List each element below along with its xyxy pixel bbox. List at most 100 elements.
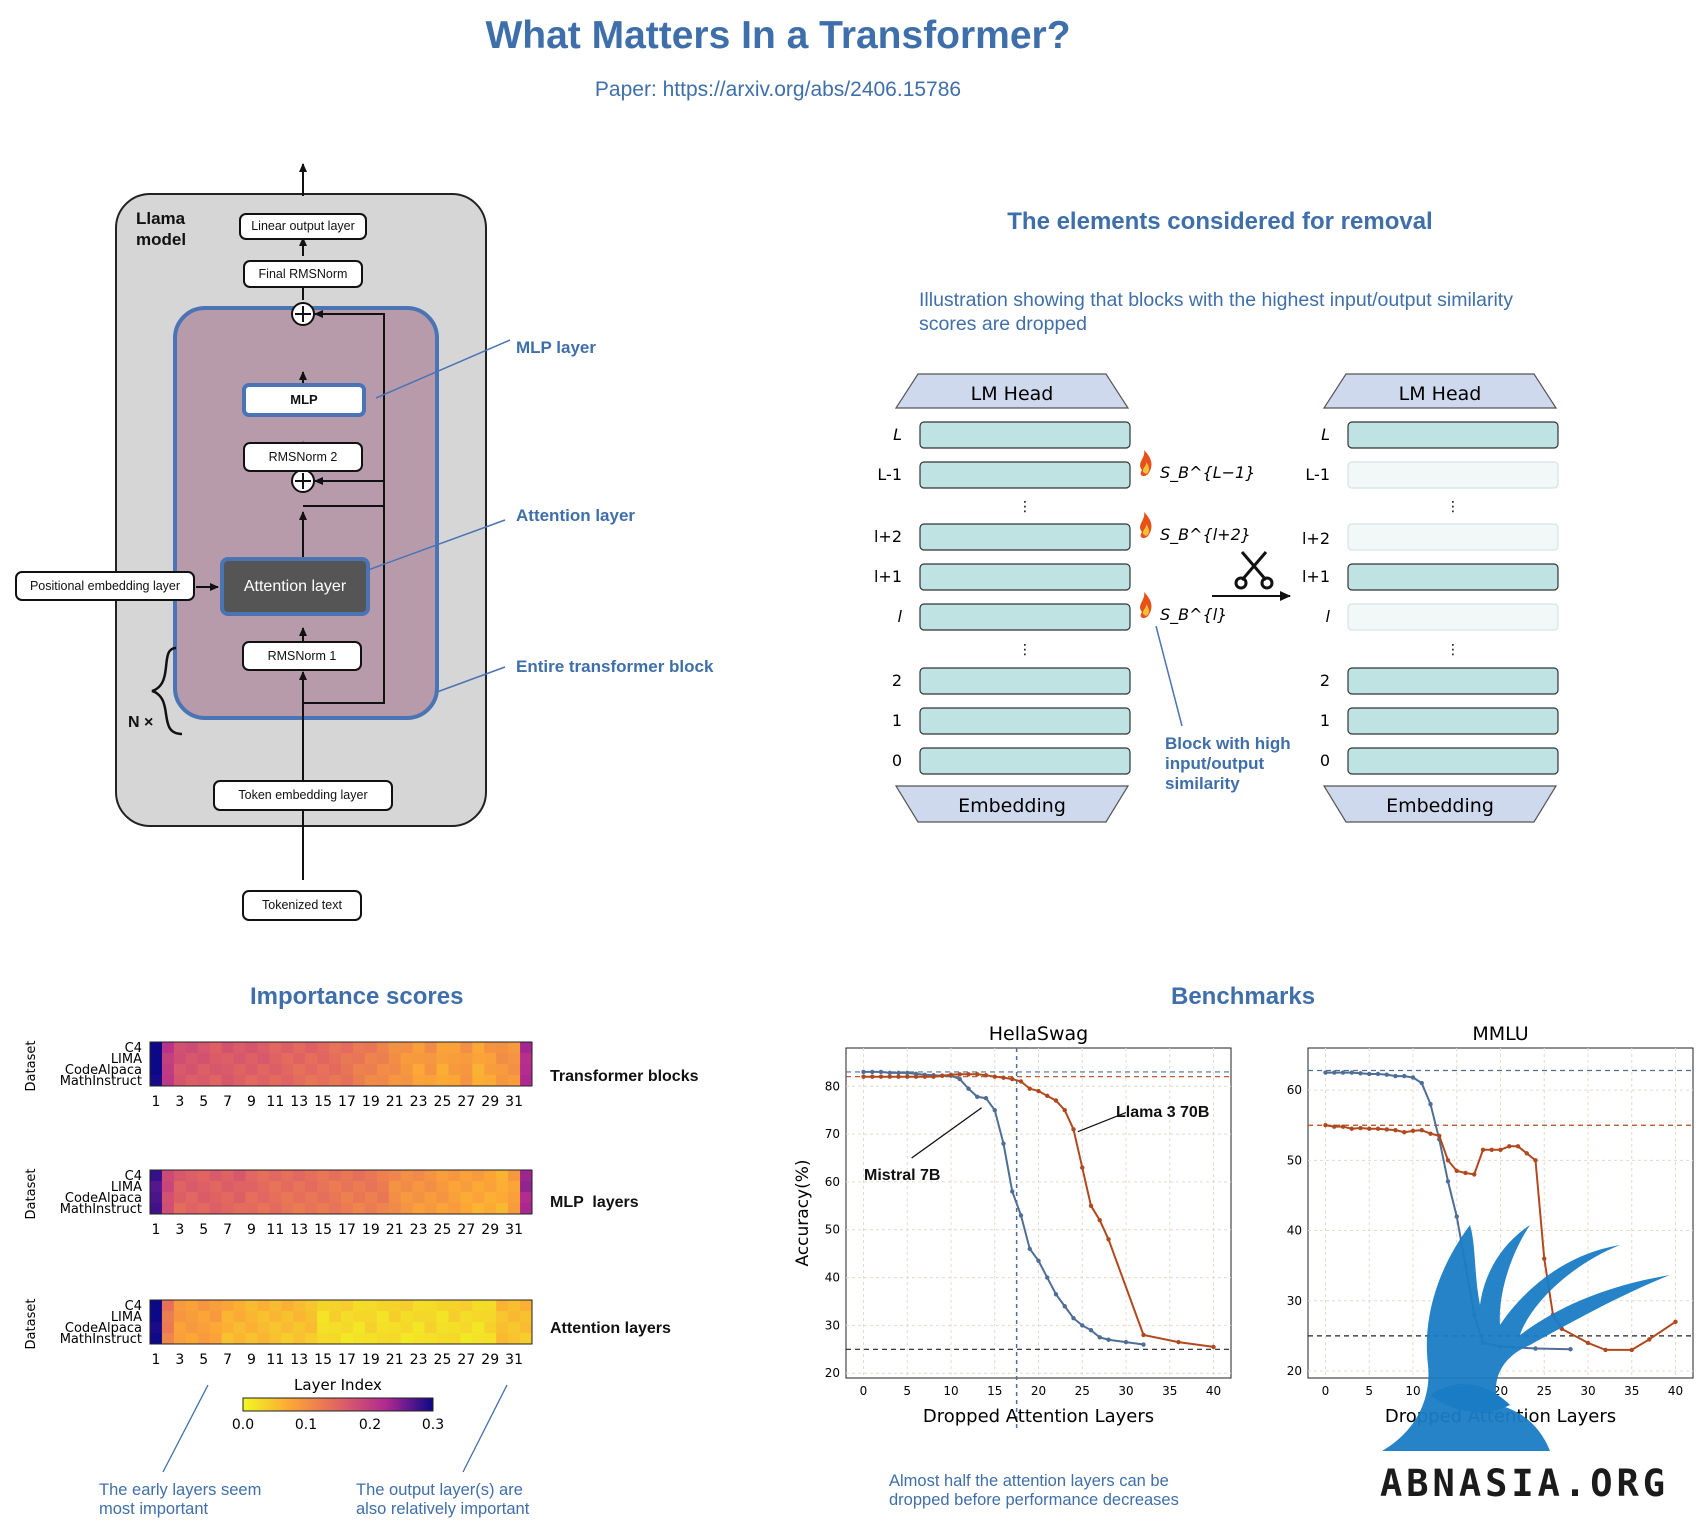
- heatmap-cell: [173, 1333, 187, 1345]
- layer-tick: 17: [338, 1352, 356, 1368]
- heatmap-cell: [329, 1053, 342, 1065]
- heatmap-cell: [221, 1300, 235, 1312]
- data-point: [1106, 1337, 1111, 1342]
- left-layer-stack: LM Head Embedding L L-1 ⋮ l+2 l+1 l ⋮ 2 …: [874, 373, 1131, 823]
- heatmap-cell: [400, 1192, 414, 1204]
- heatmap-cell: [436, 1203, 449, 1215]
- heatmap-cell: [388, 1300, 402, 1312]
- layer-tick: 13: [290, 1352, 308, 1368]
- heatmap-cell: [281, 1064, 294, 1076]
- heatmap-cell: [245, 1203, 258, 1215]
- data-point: [1428, 1131, 1433, 1136]
- benchmark-caption: Almost half the attention layers can be …: [889, 1472, 1179, 1509]
- heatmap-cell: [281, 1042, 294, 1054]
- annotation-mlp-layer: MLP layer: [516, 338, 597, 357]
- heatmap-frame: [149, 1041, 533, 1087]
- data-point: [1367, 1126, 1372, 1131]
- heatmap-cell: [388, 1042, 402, 1054]
- heatmap-cell: [173, 1181, 187, 1193]
- heatmap-cell: [150, 1203, 163, 1215]
- heatmap-cell: [376, 1333, 390, 1345]
- heatmap-cell: [424, 1064, 437, 1076]
- heatmap-cell: [520, 1300, 533, 1312]
- layer-tick: 21: [386, 1222, 404, 1238]
- data-point: [1053, 1098, 1059, 1103]
- layer-tick: 21: [386, 1094, 404, 1110]
- heatmap-cell: [245, 1170, 258, 1182]
- heatmap-cell: [209, 1192, 223, 1204]
- data-point: [870, 1069, 875, 1075]
- heatmap-cell: [508, 1192, 521, 1204]
- layer-block: [1347, 747, 1559, 775]
- data-point: [1141, 1342, 1146, 1347]
- dataset-label: LIMA: [111, 1310, 142, 1325]
- heatmap-cell: [376, 1203, 390, 1215]
- layer-tick: 11: [266, 1222, 284, 1238]
- layer-tick: 5: [199, 1352, 208, 1368]
- heatmap-cell: [388, 1203, 402, 1215]
- heatmap-cell: [400, 1053, 414, 1065]
- heatmap-cell: [341, 1053, 354, 1065]
- heatmap-cell: [341, 1181, 354, 1193]
- heatmap-cell: [484, 1181, 497, 1193]
- layer-tick: 29: [481, 1094, 499, 1110]
- heatmap-cell: [448, 1203, 461, 1215]
- data-point: [896, 1074, 901, 1079]
- heatmap-cell: [484, 1203, 497, 1215]
- data-point: [1358, 1125, 1363, 1131]
- heatmap-cell: [150, 1322, 163, 1334]
- heatmap-cell: [352, 1181, 366, 1193]
- data-point: [1585, 1340, 1591, 1346]
- heatmap-cell: [281, 1333, 294, 1345]
- heatmap-cell: [376, 1075, 390, 1087]
- heatmap-cell: [209, 1064, 223, 1076]
- heatmap-cell: [496, 1064, 509, 1076]
- panel-label: Attention layers: [550, 1320, 671, 1337]
- heatmap-cell: [484, 1192, 497, 1204]
- layer-tick: 7: [223, 1222, 232, 1238]
- heatmap-cell: [221, 1322, 235, 1334]
- heatmap-cell: [329, 1075, 342, 1087]
- heatmap-cell: [233, 1333, 246, 1345]
- ellipsis-label: ⋮: [1018, 499, 1032, 515]
- heatmap-cell: [293, 1192, 306, 1204]
- colorbar: [242, 1397, 434, 1412]
- heatmap-cell: [305, 1300, 318, 1312]
- heatmap-cell: [329, 1042, 342, 1054]
- data-point: [1027, 1086, 1032, 1091]
- layer-block: [919, 523, 1131, 551]
- x-tick: 40: [1668, 1384, 1683, 1398]
- heatmap-cell: [424, 1181, 437, 1193]
- dropped-layer-block: [1347, 461, 1559, 489]
- heatmap-cell: [412, 1075, 426, 1087]
- layer-tick: 5: [199, 1094, 208, 1110]
- heatmap-cell: [185, 1181, 199, 1193]
- heatmap-cell: [460, 1311, 473, 1323]
- heatmap-cell: [197, 1075, 211, 1087]
- similarity-score: S_B^{l}: [1160, 605, 1227, 625]
- x-tick: 25: [1075, 1384, 1090, 1398]
- heatmap-cell: [161, 1333, 175, 1345]
- x-tick: 0: [1322, 1384, 1330, 1398]
- layer-tick: 3: [175, 1352, 184, 1368]
- heatmap-cell: [221, 1203, 235, 1215]
- paper-link[interactable]: Paper: https://arxiv.org/abs/2406.15786: [594, 78, 962, 101]
- heatmap-cell: [352, 1322, 366, 1334]
- heatmap-cell: [436, 1333, 449, 1345]
- data-point: [1053, 1292, 1059, 1297]
- removal-title: The elements considered for removal: [1007, 208, 1433, 235]
- heatmap-cell: [305, 1075, 318, 1087]
- dataset-axis-label: Dataset: [24, 1299, 39, 1350]
- data-point: [1097, 1335, 1102, 1340]
- chart-title: MMLU: [1472, 1023, 1528, 1045]
- heatmap-cell: [436, 1064, 449, 1076]
- data-point: [1176, 1339, 1181, 1345]
- layer-tick: 27: [457, 1222, 475, 1238]
- layer-block: [919, 747, 1131, 775]
- data-point: [1080, 1165, 1085, 1170]
- heatmap-cell: [341, 1311, 354, 1323]
- layer-block: [919, 563, 1131, 591]
- heatmap-cell: [293, 1311, 306, 1323]
- heatmap-cell: [388, 1333, 402, 1345]
- data-point: [1384, 1127, 1389, 1132]
